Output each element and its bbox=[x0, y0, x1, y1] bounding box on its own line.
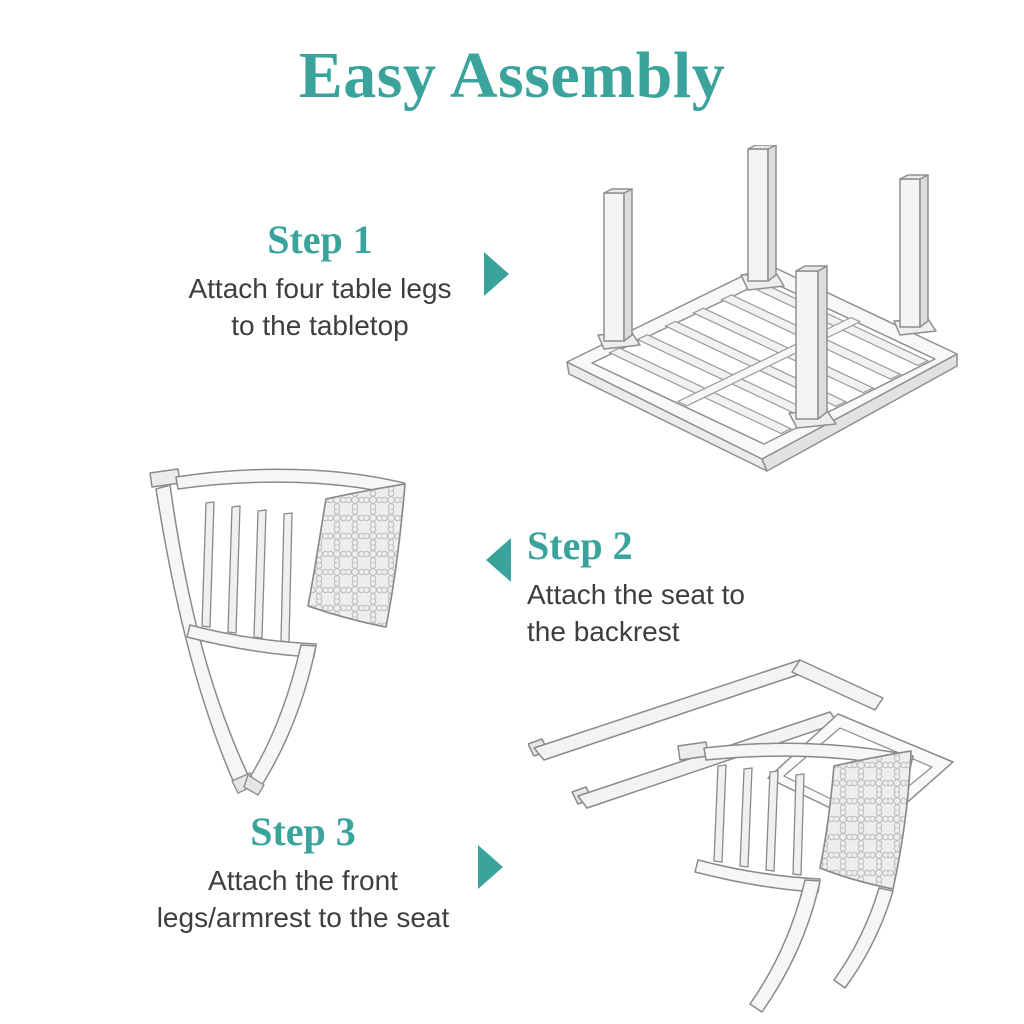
step-3-label: Step 3 bbox=[250, 809, 356, 854]
armrest-corner bbox=[791, 659, 884, 711]
step-3-block: Step 3 Attach the front legs/armrest to … bbox=[128, 808, 478, 937]
backrest-panel bbox=[819, 750, 912, 890]
rear-leg bbox=[833, 887, 894, 989]
table-leg-front bbox=[788, 265, 837, 429]
table-leg-back bbox=[740, 145, 785, 291]
step-2-block: Step 2 Attach the seat to the backrest bbox=[527, 522, 827, 651]
step-1-block: Step 1 Attach four table legs to the tab… bbox=[150, 216, 490, 345]
front-leg bbox=[249, 644, 317, 786]
step-2-label: Step 2 bbox=[527, 523, 633, 568]
table-leg-left bbox=[597, 188, 641, 350]
post-cap bbox=[677, 741, 709, 761]
seat-rail bbox=[186, 624, 317, 658]
step-3-description: Attach the front legs/armrest to the sea… bbox=[156, 865, 450, 933]
chair-illustration bbox=[528, 659, 954, 1013]
backrest-slats bbox=[713, 764, 805, 876]
backrest-panel bbox=[307, 483, 406, 628]
step-1-arrow-right-icon bbox=[484, 252, 509, 296]
leg-foot bbox=[243, 774, 265, 796]
step-2-arrow-left-icon bbox=[486, 538, 511, 582]
table-illustration bbox=[566, 145, 958, 472]
step-3-arrow-right-icon bbox=[478, 845, 503, 889]
step-2-description: Attach the seat to the backrest bbox=[527, 579, 745, 647]
rear-leg bbox=[749, 879, 821, 1013]
step-1-description: Attach four table legs to the tabletop bbox=[188, 273, 452, 341]
backrest-slats bbox=[201, 501, 293, 643]
page-title: Easy Assembly bbox=[298, 39, 726, 112]
backrest-illustration bbox=[149, 468, 406, 796]
step-1-label: Step 1 bbox=[267, 217, 373, 262]
table-leg-right bbox=[893, 174, 937, 336]
